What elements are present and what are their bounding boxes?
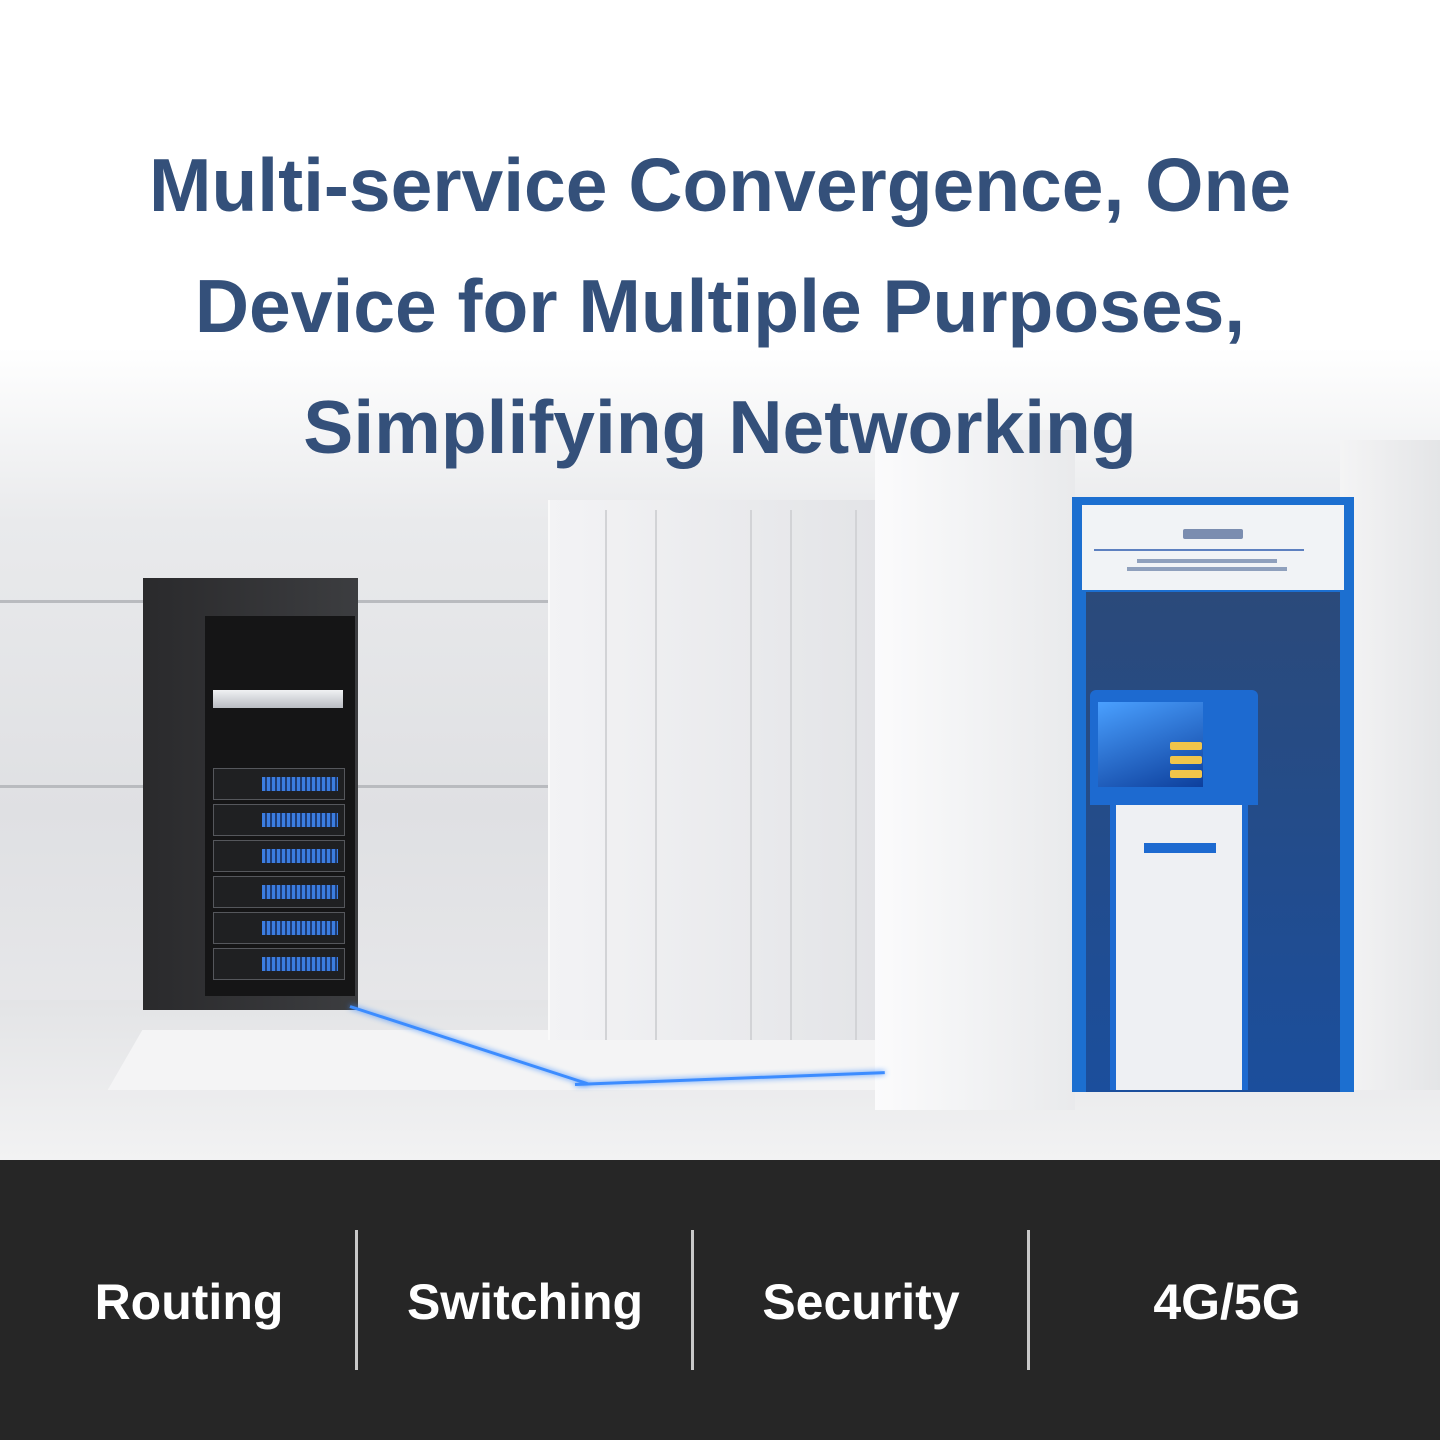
booth-sign: [1082, 505, 1344, 590]
right-wall: [1340, 440, 1440, 1090]
feature-routing: Routing: [94, 1274, 284, 1330]
feature-4g-5g: 4G/5G: [1153, 1274, 1301, 1330]
headline-line: Device for Multiple Purposes,: [194, 264, 1246, 348]
headline-line: Simplifying Networking: [303, 385, 1137, 469]
divider: [355, 1230, 358, 1370]
wall-panels: [548, 500, 878, 1040]
headline: Multi-service Convergence, One Device fo…: [0, 125, 1440, 488]
divider: [691, 1230, 694, 1370]
divider: [1027, 1230, 1030, 1370]
self-service-kiosk: [1090, 690, 1258, 1090]
product-scene-illustration: [0, 0, 1440, 1160]
kiosk-screen: [1098, 702, 1203, 787]
headline-line: Multi-service Convergence, One: [148, 143, 1292, 227]
wall-column: [875, 430, 1075, 1110]
router-device: [213, 690, 343, 708]
feature-security: Security: [762, 1274, 960, 1330]
feature-bar: [0, 1160, 1440, 1440]
feature-switching: Switching: [406, 1274, 644, 1330]
server-rack: [143, 578, 358, 1010]
